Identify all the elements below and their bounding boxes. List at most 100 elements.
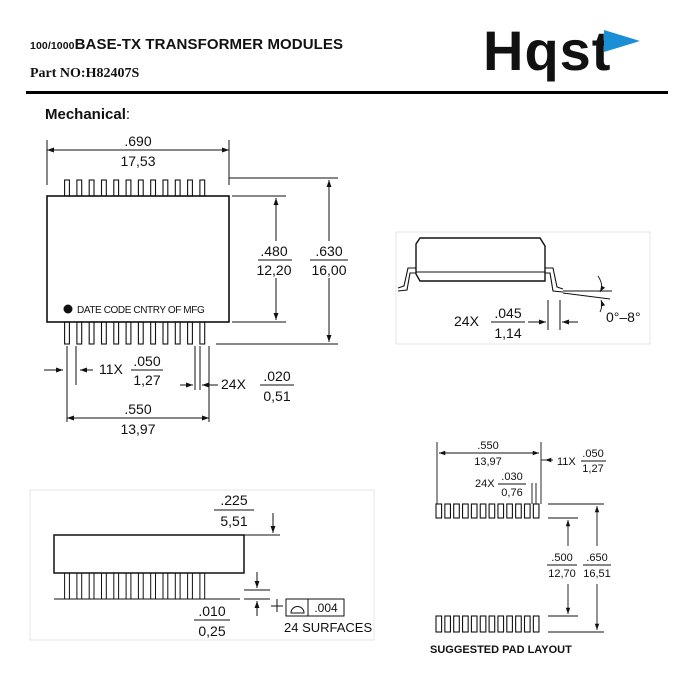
flatness-frame <box>285 598 345 617</box>
section-title-text: Mechanical <box>45 106 126 123</box>
pad <box>444 503 452 519</box>
lead-side <box>76 572 83 600</box>
dim-lead-width-in: .020 <box>263 368 290 384</box>
pad-width-in: .030 <box>501 471 522 483</box>
dim-height-in: .225 <box>220 492 247 508</box>
package-body-top <box>46 195 230 323</box>
pad-width-mm: 0,76 <box>501 487 522 499</box>
top-view <box>44 140 338 422</box>
pad-span-in: .550 <box>477 440 498 452</box>
lead-bottom <box>150 321 157 345</box>
dim-pitch-mm: 1,27 <box>133 372 160 388</box>
lead-top <box>187 179 193 197</box>
lead-bottom <box>174 321 181 345</box>
side-body <box>415 237 546 282</box>
pad-layout <box>435 442 604 633</box>
pad <box>470 503 478 519</box>
lead-top <box>137 179 144 197</box>
lead-side <box>199 572 206 600</box>
dim-lead-width-mm: 0,51 <box>263 388 290 404</box>
lead-top <box>125 179 132 197</box>
side-body-bottom <box>53 534 245 574</box>
bottom-leads <box>64 321 206 345</box>
pad <box>532 615 540 633</box>
pad <box>506 615 513 633</box>
side-view-right-labels: 24X .045 1,14 0°–8° <box>454 305 641 341</box>
header-rule <box>26 91 668 94</box>
pad <box>444 615 452 633</box>
pad <box>453 503 460 519</box>
lead-top <box>199 179 206 197</box>
lead-top <box>113 179 120 197</box>
lead-bottom <box>88 321 95 345</box>
pad <box>515 615 522 633</box>
lead-bottom <box>64 321 70 345</box>
lead-side <box>162 572 169 600</box>
dim-overall-height-mm: 16,00 <box>311 262 346 278</box>
dim-height-mm: 5,51 <box>220 513 247 529</box>
pad-layout-labels: .550 13,97 11X .050 1,27 24X .030 0,76 .… <box>430 440 611 656</box>
pad-row-gap-in: .500 <box>551 552 572 564</box>
side-leads <box>64 572 206 600</box>
lead-bottom <box>76 321 83 345</box>
dim-standoff-in: .010 <box>198 603 225 619</box>
title-prefix: 100/1000 <box>30 40 75 52</box>
pad-row-gap-mm: 12,70 <box>548 568 576 580</box>
lead-side <box>113 572 120 600</box>
dim-foot-in: .045 <box>494 305 521 321</box>
dim-span-mm: 13,97 <box>120 421 155 437</box>
hqst-logo: Hqst <box>483 19 640 82</box>
pad <box>497 615 505 633</box>
marking-text: DATE CODE CNTRY OF MFG <box>77 305 205 316</box>
pad-row-bottom <box>435 615 540 633</box>
lead-top <box>150 179 157 197</box>
dim-width-mm: 17,53 <box>120 153 155 169</box>
pad <box>488 615 496 633</box>
pad-row-top <box>435 503 540 519</box>
pin1-dot <box>63 304 73 314</box>
pad <box>435 615 443 633</box>
dim-width-in: .690 <box>124 133 151 149</box>
side-view-bottom <box>29 489 375 641</box>
section-title-colon: : <box>125 106 131 123</box>
flatness-value: .004 <box>314 601 338 615</box>
pad <box>497 503 505 519</box>
dim-lead-width-prefix: 24X <box>221 376 247 392</box>
pad-overall-mm: 16,51 <box>583 568 611 580</box>
pad <box>506 503 513 519</box>
lead-bottom <box>100 321 107 345</box>
pad-width-prefix: 24X <box>475 478 495 490</box>
lead-side <box>64 572 70 600</box>
lead-side <box>187 572 193 600</box>
lead-side <box>174 572 181 600</box>
part-number-line: Part NO:H82407S <box>30 66 139 82</box>
logo-text: Hqst <box>483 19 611 82</box>
pad <box>523 503 531 519</box>
right-gullwing-lead <box>545 267 564 293</box>
dim-angle: 0°–8° <box>606 309 641 325</box>
lead-bottom <box>187 321 193 345</box>
pad-pitch-in: .050 <box>582 448 603 460</box>
dim-foot-mm: 1,14 <box>494 325 521 341</box>
lead-bottom <box>162 321 169 345</box>
dim-span-in: .550 <box>124 401 151 417</box>
pad <box>532 503 540 519</box>
pad <box>488 503 496 519</box>
pad-overall-in: .650 <box>586 552 607 564</box>
lead-side <box>88 572 95 600</box>
dim-body-height-mm: 12,20 <box>256 262 291 278</box>
pad <box>523 615 531 633</box>
pad <box>461 503 469 519</box>
top-leads <box>64 179 206 197</box>
part-number: H82407S <box>85 66 140 81</box>
title-main: BASE-TX TRANSFORMER MODULES <box>74 36 344 53</box>
pad <box>479 615 487 633</box>
dim-pitch-in: .050 <box>133 353 160 369</box>
side-view-bottom-labels: .225 5,51 .010 0,25 .004 24 SURFACES <box>194 492 372 639</box>
lead-top <box>88 179 95 197</box>
part-label: Part NO: <box>30 66 86 81</box>
lead-top <box>100 179 107 197</box>
left-gullwing-lead <box>397 267 416 292</box>
pad <box>453 615 460 633</box>
